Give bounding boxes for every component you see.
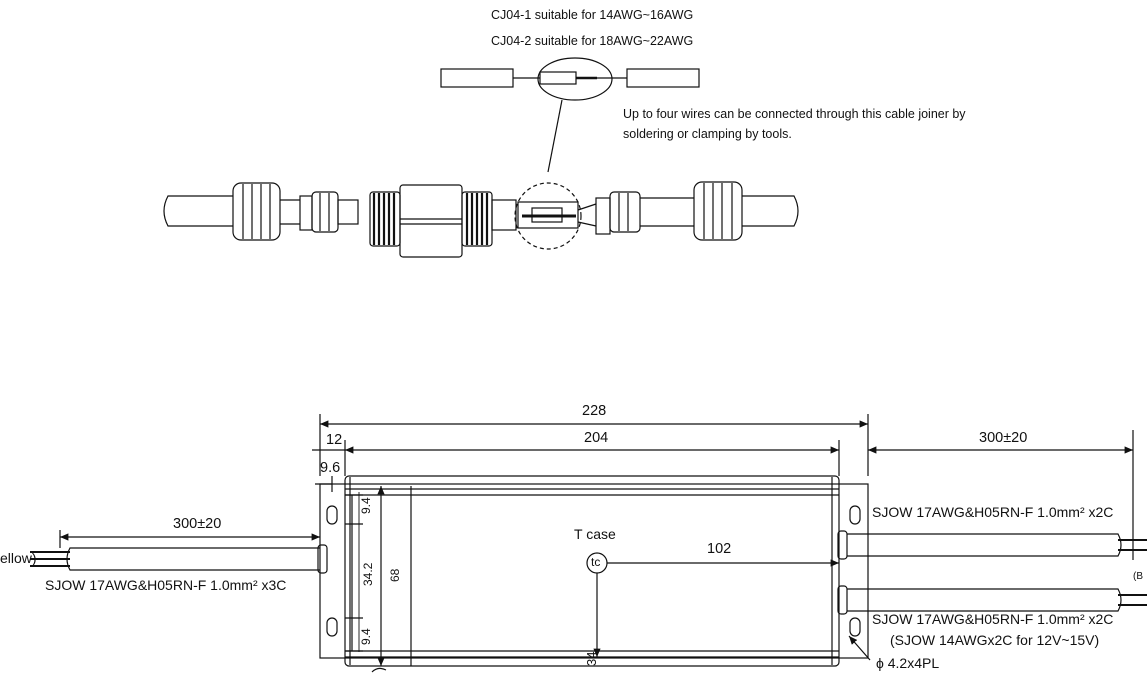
joiner-leader-line (547, 99, 563, 173)
joiner-assembly (163, 181, 799, 258)
right-bottom-cable-spec: SJOW 17AWG&H05RN-F 1.0mm² x2C (872, 611, 1114, 627)
joiner-note-line-1: Up to four wires can be connected throug… (623, 107, 966, 121)
dim-right-cable-length: 300±20 (979, 430, 1028, 446)
dim-hole-spacing-top: 9.4 (359, 497, 373, 514)
left-cable-color: ellow) (0, 550, 37, 566)
dim-hole-spacing-mid: 34.2 (361, 562, 375, 586)
joiner-note-line-2: soldering or clamping by tools. (623, 127, 792, 141)
dim-hole-offset: 9.6 (320, 460, 341, 476)
right-top-cable-spec: SJOW 17AWG&H05RN-F 1.0mm² x2C (872, 504, 1114, 520)
right-cable-color-cut: (B (1133, 571, 1143, 582)
dim-tc-vertical: 34 (584, 651, 599, 666)
dim-overall-length: 228 (582, 403, 607, 419)
joiner-zoom-circle (537, 57, 613, 101)
mounting-holes-label: ϕ 4.2x4PL (876, 655, 940, 671)
left-cable-spec: SJOW 17AWG&H05RN-F 1.0mm² x3C (45, 577, 287, 593)
joiner-detail (440, 57, 700, 173)
joiner-spec-line-2: CJ04-2 suitable for 18AWG~22AWG (491, 34, 694, 48)
tcase-symbol-text: tc (591, 555, 601, 569)
dim-hole-spacing-bottom: 9.4 (359, 628, 373, 645)
dim-tc-horizontal: 102 (707, 541, 732, 557)
dim-flange: 12 (326, 432, 343, 448)
joiner-spec-line-1: CJ04-1 suitable for 14AWG~16AWG (491, 8, 694, 22)
driver-outline (30, 414, 1147, 673)
dim-height: 68 (388, 568, 402, 582)
tcase-label: T case (574, 526, 616, 542)
dim-body-length: 204 (584, 430, 609, 446)
dim-left-cable-length: 300±20 (173, 516, 222, 532)
right-bottom-cable-note: (SJOW 14AWGx2C for 12V~15V) (890, 632, 1100, 648)
